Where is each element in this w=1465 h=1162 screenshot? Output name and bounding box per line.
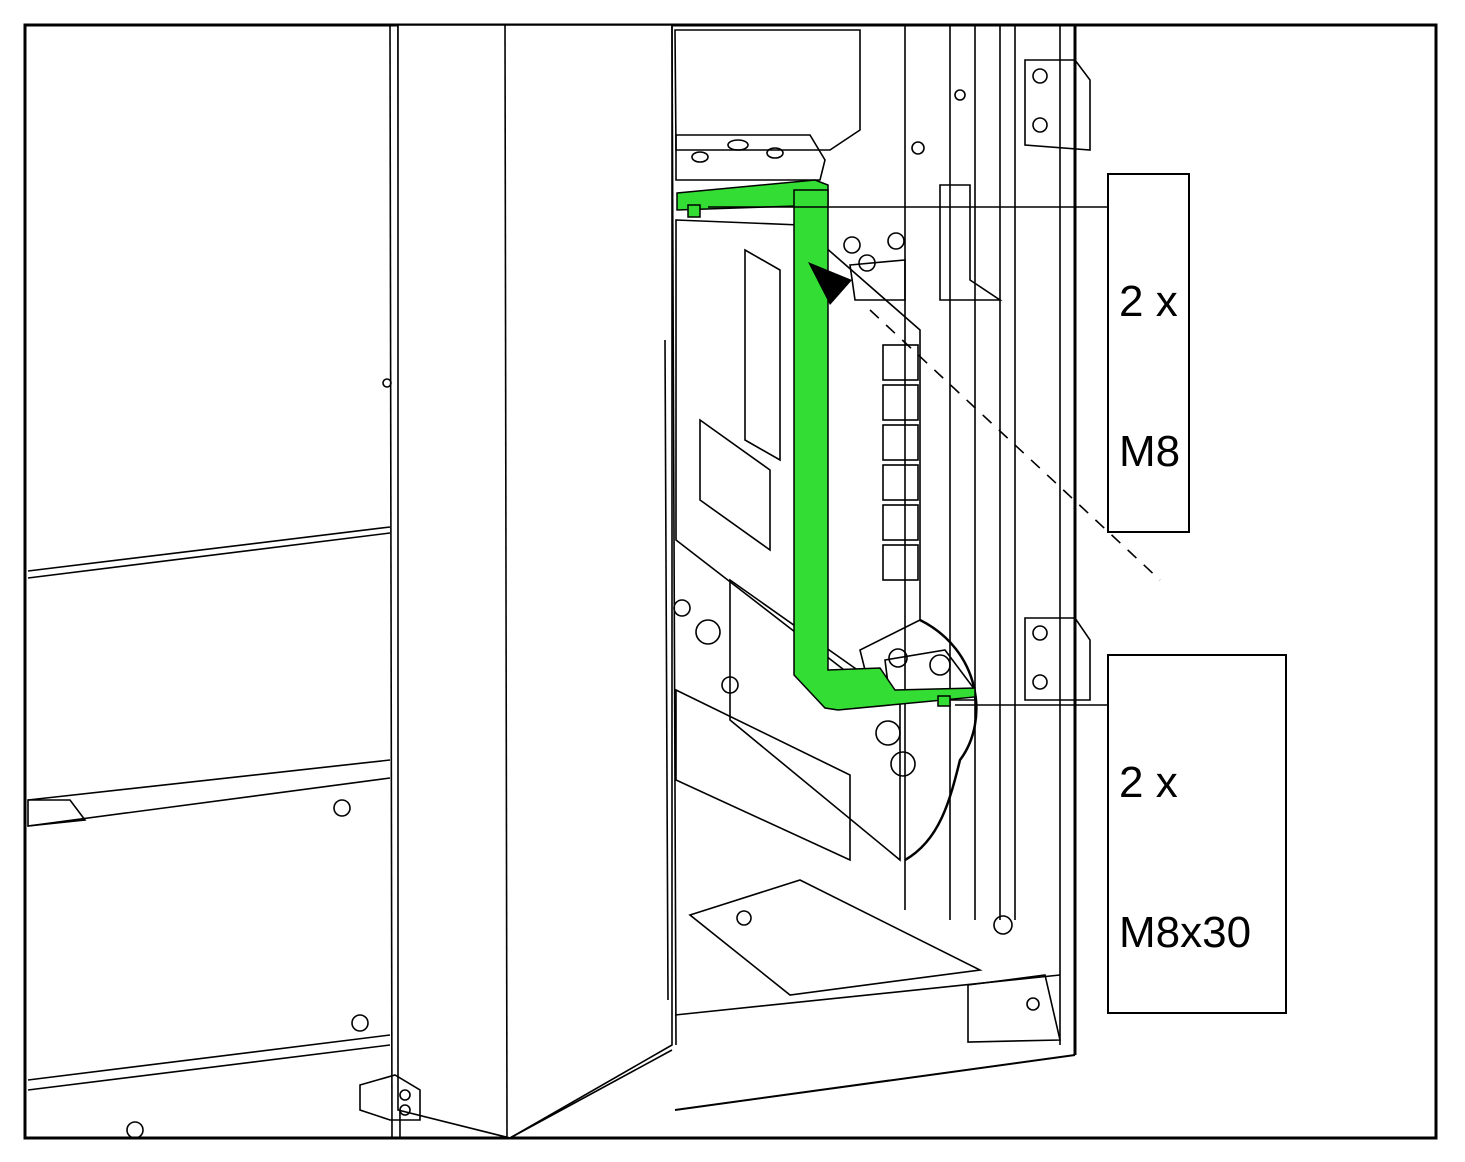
cabinet-door bbox=[359, 24, 677, 1139]
drawing-frame bbox=[23, 23, 1438, 1140]
callout-m8x30-quantity: 2 x bbox=[1119, 758, 1178, 807]
cabinet-interior bbox=[673, 25, 1091, 1111]
door-hinge-top bbox=[1024, 59, 1091, 151]
callout-m8x30: 2 x M8x30 bbox=[1107, 654, 1288, 1014]
callout-m8: 2 x M8 bbox=[1107, 173, 1191, 533]
highlighted-bracket bbox=[676, 179, 976, 711]
left-cabinet-panel bbox=[27, 24, 401, 1139]
callout-m8-quantity: 2 x bbox=[1119, 277, 1178, 326]
terminal-blocks bbox=[882, 344, 919, 581]
callout-m8x30-size: M8x30 bbox=[1119, 908, 1252, 957]
direction-arrow bbox=[808, 262, 852, 305]
callout-m8-size: M8 bbox=[1119, 427, 1181, 476]
door-hinge-bottom bbox=[1024, 617, 1091, 701]
alignment-dashed-line bbox=[869, 309, 1161, 581]
